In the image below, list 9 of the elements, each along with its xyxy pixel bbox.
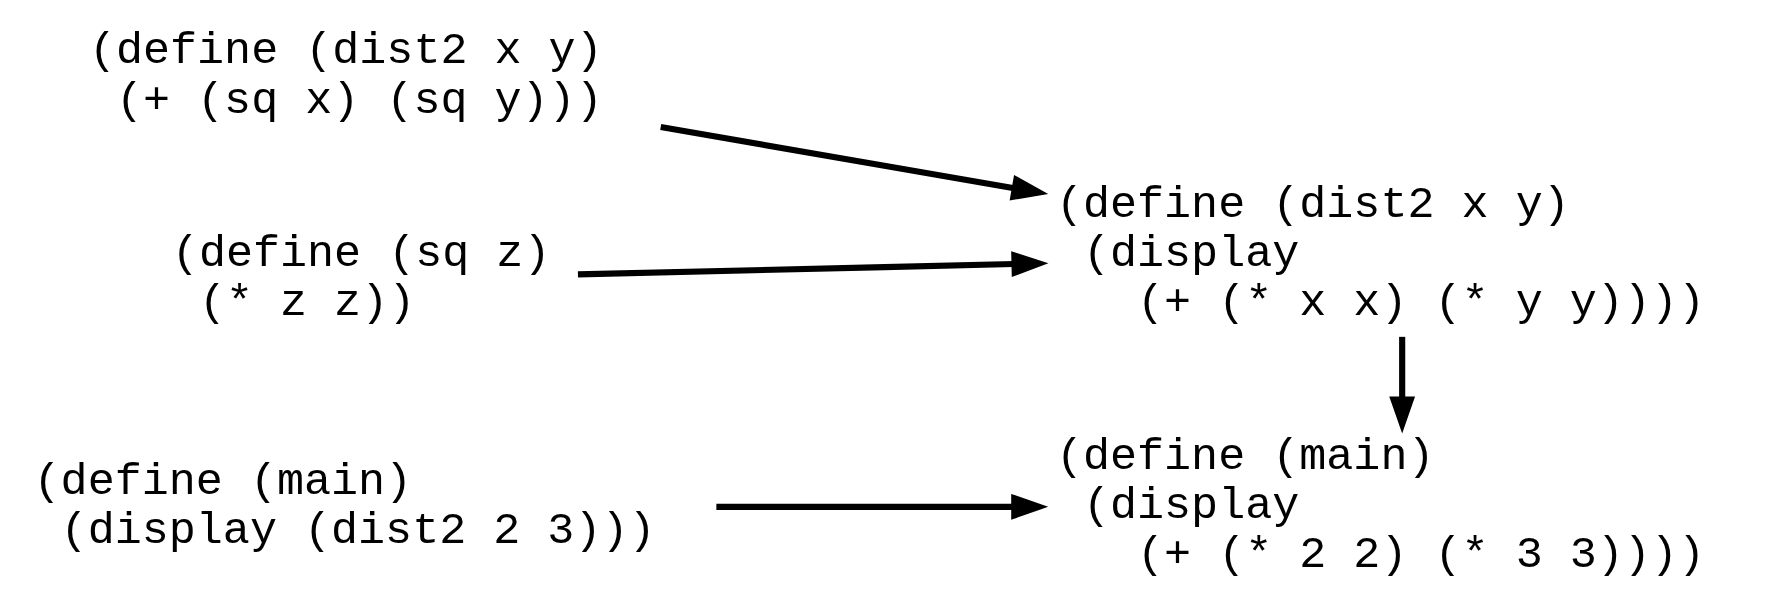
node-text: (define (main) (display (+ (* 2 2) (* 3 3)))) <box>1055 430 1705 581</box>
node-text: (define (sq z) (* z z)) <box>171 227 550 329</box>
node-text: (define (dist2 x y) (+ (sq x) (sq y))) <box>88 24 603 127</box>
node-text: (define (main) (display (dist2 2 3))) <box>33 455 656 557</box>
arrow <box>715 493 1048 520</box>
node-text: (define (dist2 x y) (display (+ (* x x) (* y y)))) <box>1055 178 1705 329</box>
arrow <box>577 250 1048 277</box>
arrow <box>1388 336 1415 433</box>
arrow <box>659 123 1048 200</box>
